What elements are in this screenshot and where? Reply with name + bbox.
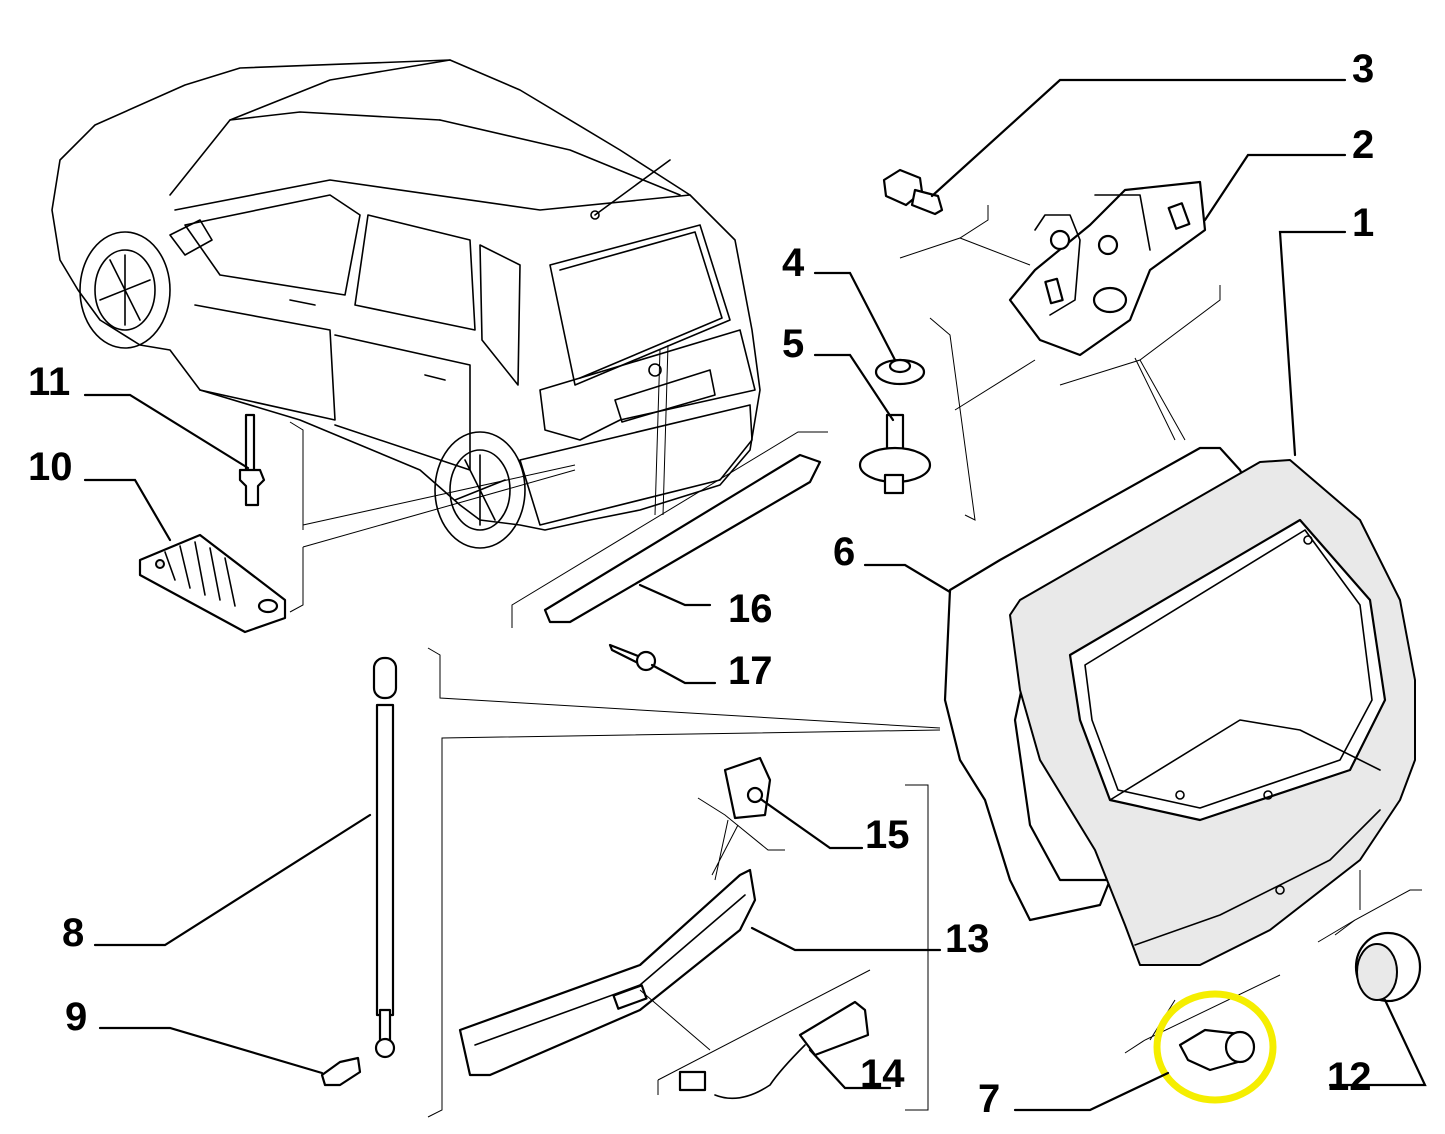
callout-9: 9 bbox=[65, 995, 87, 1039]
callout-3: 3 bbox=[1352, 47, 1374, 91]
callout-6: 6 bbox=[833, 530, 855, 574]
callout-1: 1 bbox=[1352, 201, 1374, 245]
callout-11: 11 bbox=[28, 360, 70, 404]
callout-12: 12 bbox=[1327, 1055, 1372, 1099]
callout-7: 7 bbox=[978, 1077, 1000, 1121]
callout-8: 8 bbox=[62, 911, 84, 955]
part-1-tailgate bbox=[1009, 459, 1416, 966]
car-illustration bbox=[51, 59, 761, 549]
part-3-bolt bbox=[882, 168, 944, 216]
part-17-screw bbox=[608, 643, 657, 672]
leader-lines bbox=[83, 78, 1427, 1112]
callout-labels: 1 2 3 4 5 6 7 8 9 10 11 12 13 14 15 16 1… bbox=[28, 47, 1374, 1121]
part-4-washer bbox=[874, 358, 926, 386]
part-12-cap bbox=[1354, 931, 1422, 1003]
part-2-hinge bbox=[1008, 180, 1207, 357]
part-10-plate-light bbox=[138, 533, 287, 634]
highlight-circle bbox=[1153, 990, 1277, 1104]
part-9-ball-stud bbox=[320, 1056, 362, 1087]
callout-17: 17 bbox=[728, 649, 773, 693]
callout-5: 5 bbox=[782, 322, 804, 366]
part-6-tailgate-seal bbox=[943, 446, 1247, 922]
part-11-rivet bbox=[238, 413, 266, 507]
part-13-bumper-trim bbox=[458, 868, 757, 1077]
callout-10: 10 bbox=[28, 445, 73, 489]
callout-13: 13 bbox=[945, 917, 990, 961]
part-8-gas-strut bbox=[372, 656, 398, 1059]
callout-15: 15 bbox=[865, 813, 910, 857]
callout-4: 4 bbox=[782, 241, 805, 285]
part-5-stud bbox=[858, 413, 932, 495]
callout-16: 16 bbox=[728, 587, 773, 631]
part-15-clip bbox=[723, 756, 772, 820]
callout-2: 2 bbox=[1352, 123, 1374, 167]
part-7-buffer bbox=[1178, 1028, 1256, 1072]
callout-14: 14 bbox=[860, 1052, 905, 1096]
part-16-trim-strip bbox=[543, 453, 822, 624]
